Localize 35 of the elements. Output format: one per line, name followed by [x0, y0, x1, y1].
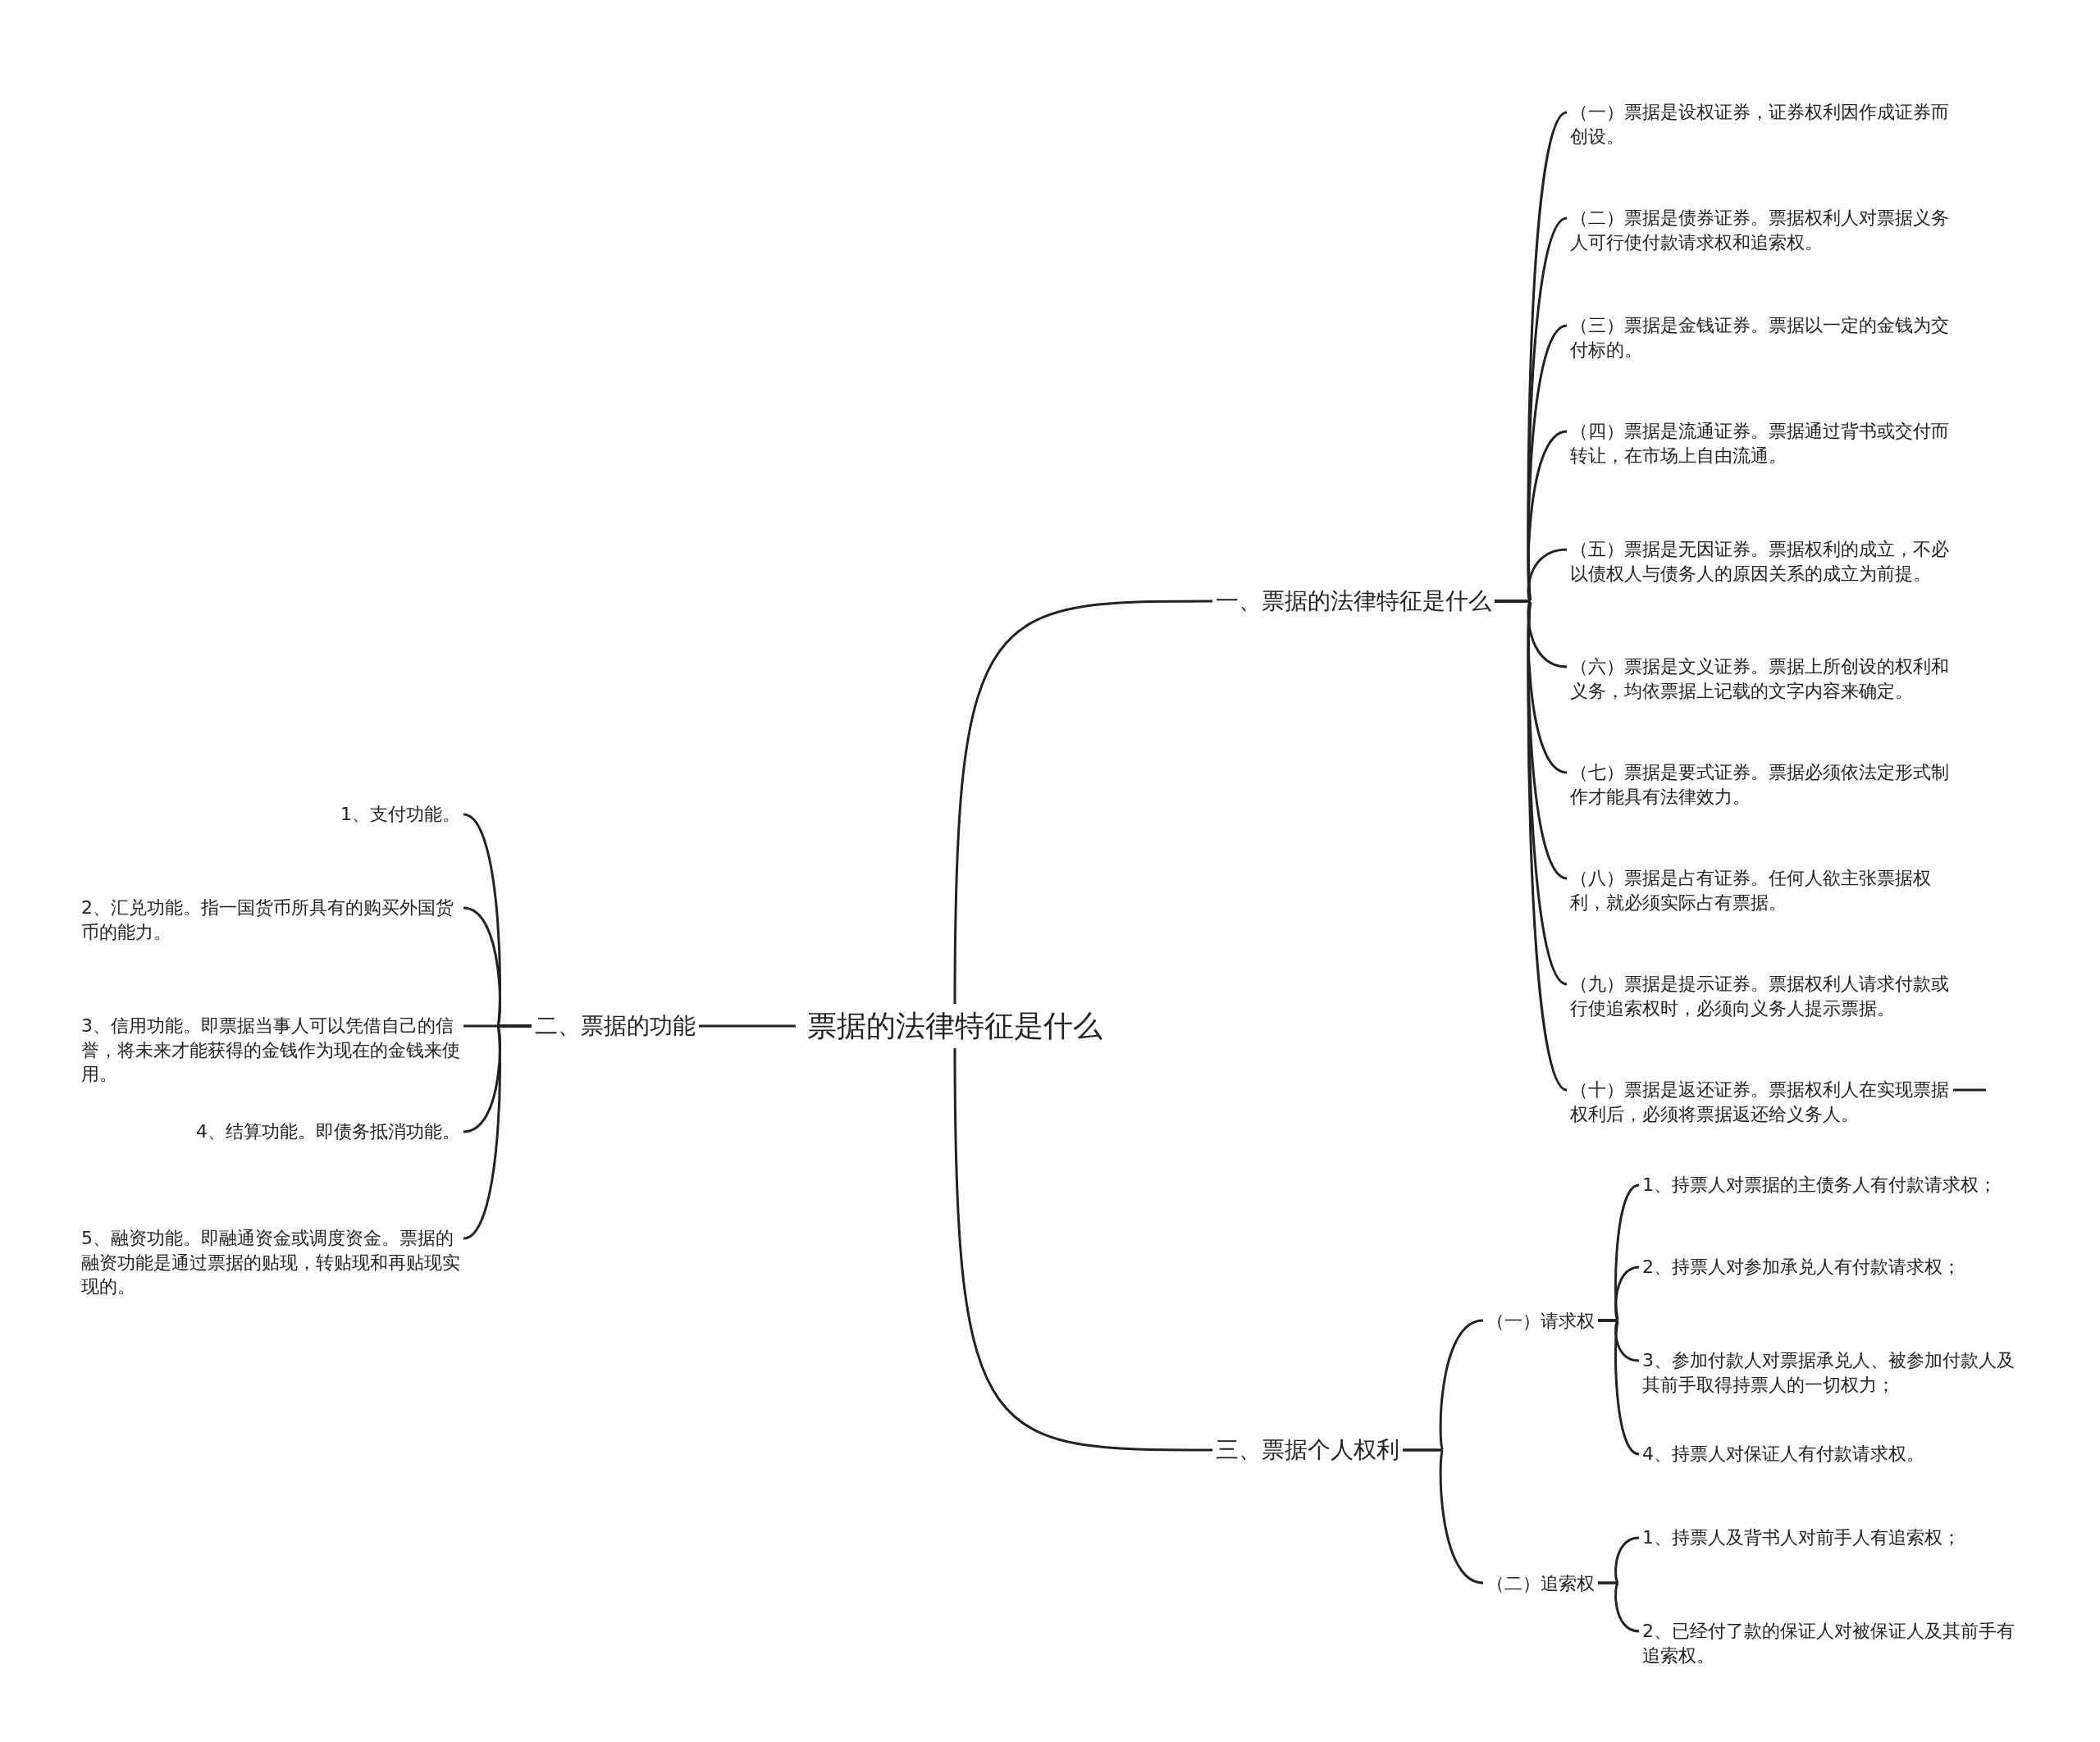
branch-topic: 三、票据个人权利 [1212, 1432, 1403, 1468]
connector-line [1598, 1319, 1640, 1456]
note-text: （十）票据是返还证券。票据权利人在实现票据权利后，必须将票据返还给义务人。 [1567, 1075, 1952, 1129]
central-topic: 票据的法律特征是什么 [804, 1004, 1106, 1048]
note-text: 1、支付功能。 [337, 800, 463, 829]
connector-line [953, 600, 1212, 1004]
connector-line [1598, 1581, 1640, 1633]
connector-line [1495, 600, 1568, 1092]
note-text: （二）票据是债券证券。票据权利人对票据义务人可行使付款请求权和追索权。 [1567, 203, 1952, 257]
note-text: 3、信用功能。即票据当事人可以凭借自己的信誉，将未来才能获得的金钱作为现在的金钱来使用。 [78, 1011, 463, 1088]
note-text: （八）票据是占有证券。任何人欲主张票据权利，就必须实际占有票据。 [1567, 864, 1952, 917]
connector-line [463, 1024, 532, 1240]
note-text: （六）票据是文义证券。票据上所创设的权利和义务，均依票据上记载的文字内容来确定。 [1567, 652, 1952, 705]
note-text: 2、持票人对参加承兑人有付款请求权； [1639, 1252, 1964, 1282]
connector-line [699, 1024, 796, 1028]
note-text: （四）票据是流通证券。票据通过背书或交付而转让，在市场上自由流通。 [1567, 417, 1952, 470]
note-text: 5、融资功能。即融通资金或调度资金。票据的融资功能是通过票据的贴现，转贴现和再贴现实现的。 [78, 1224, 463, 1301]
note-text: （九）票据是提示证券。票据权利人请求付款或行使追索权时，必须向义务人提示票据。 [1567, 969, 1952, 1023]
subtopic: （一）请求权 [1483, 1306, 1598, 1335]
connector-line [1403, 1448, 1484, 1585]
note-text: 2、已经付了款的保证人对被保证人及其前手有追索权。 [1639, 1617, 2025, 1670]
note-text: （三）票据是金钱证券。票据以一定的金钱为交付标的。 [1567, 311, 1952, 364]
note-text: 4、持票人对保证人有付款请求权。 [1639, 1439, 1928, 1469]
subtopic: （二）追索权 [1483, 1568, 1598, 1598]
note-text: 4、结算功能。即债务抵消功能。 [193, 1117, 463, 1147]
connector-line [953, 1048, 1212, 1452]
note-text: 1、持票人对票据的主债务人有付款请求权； [1639, 1170, 2000, 1200]
branch-topic: 二、票据的功能 [532, 1008, 699, 1044]
note-text: 2、汇兑功能。指一国货币所具有的购买外国货币的能力。 [78, 893, 463, 946]
note-text: （一）票据是设权证券，证券权利因作成证券而创设。 [1567, 98, 1952, 151]
note-text: 1、持票人及背书人对前手人有追索权； [1639, 1523, 1964, 1553]
note-text: 3、参加付款人对票据承兑人、被参加付款人及其前手取得持票人的一切权力； [1639, 1346, 2025, 1399]
branch-topic: 一、票据的法律特征是什么 [1212, 583, 1495, 619]
note-text: （五）票据是无因证券。票据权利的成立，不必以债权人与债务人的原因关系的成立为前提。 [1567, 535, 1952, 588]
note-text: （七）票据是要式证券。票据必须依法定形式制作才能具有法律效力。 [1567, 758, 1952, 811]
